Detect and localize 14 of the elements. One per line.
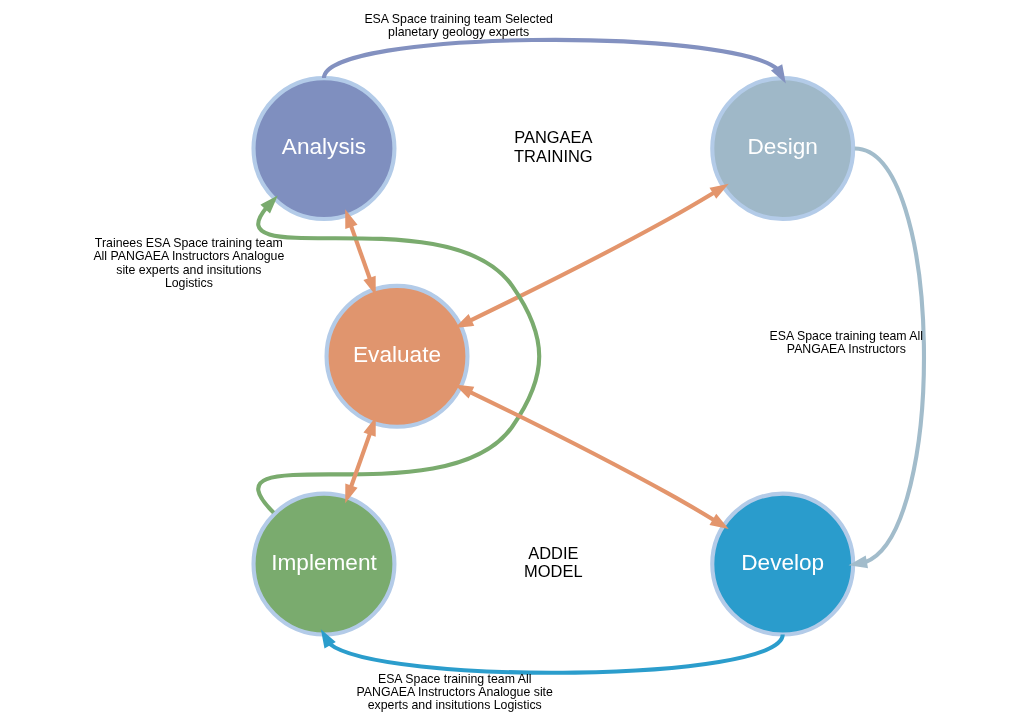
arrow	[848, 146, 926, 568]
node-circle: Analysis	[251, 75, 397, 221]
edge-label: ESA Space training team All PANGAEA Instructors	[769, 328, 924, 356]
node-circle: Implement	[251, 491, 397, 637]
node-circle: Evaluate	[324, 283, 470, 429]
edge-label: ESA Space training team All PANGAEA Instructors Analogue site experts and insitutions Logistics	[356, 671, 553, 712]
label: ADDIE MODEL	[524, 543, 583, 580]
arrow	[345, 208, 376, 295]
edge-label: Trainees ESA Space training team All PANGAEA Instructors Analogue site experts and insitutions Logistics	[93, 235, 285, 290]
arrow	[320, 628, 785, 675]
arrow	[256, 194, 542, 514]
label: PANGAEA TRAINING	[514, 127, 593, 165]
arrow	[322, 37, 786, 83]
edge-label: ESA Space training team Selected planetary geology experts	[364, 11, 553, 39]
